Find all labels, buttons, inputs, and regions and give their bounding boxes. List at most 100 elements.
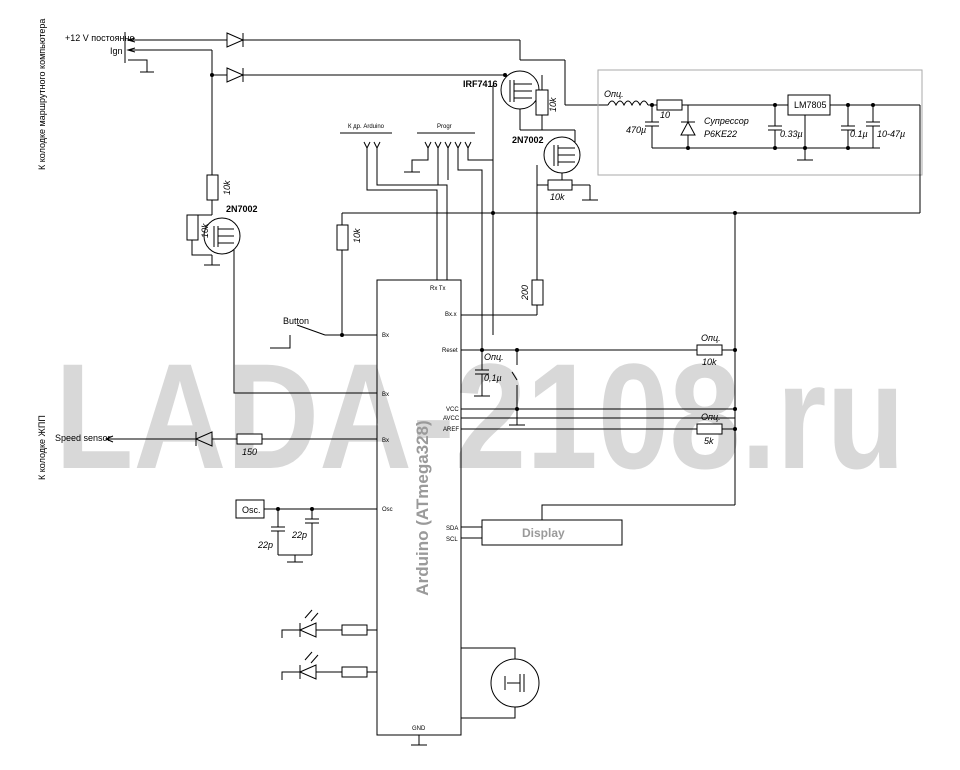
display-block xyxy=(481,519,623,546)
pin-bx3: Bx xyxy=(382,438,389,444)
c-osc1 xyxy=(271,526,285,532)
progr-label: Progr xyxy=(437,124,452,130)
r-q3b xyxy=(186,214,199,241)
r-q2-label: 10k xyxy=(550,192,565,202)
r-q3a xyxy=(206,174,219,201)
osc-label: Osc. xyxy=(242,505,261,515)
regulator-block xyxy=(597,69,923,176)
r-base-label: 200 xyxy=(520,285,530,301)
c-out-label: 10-47µ xyxy=(877,129,905,139)
wire-q3-mcu xyxy=(233,250,377,394)
junction xyxy=(515,407,519,411)
display-label: Display xyxy=(522,526,565,540)
pin-reset: Reset xyxy=(442,348,458,354)
led2-rays xyxy=(304,651,319,664)
reset-switch xyxy=(509,350,525,426)
junction xyxy=(846,103,850,107)
speed-sensor-label: Speed sensor xyxy=(55,433,111,443)
wire-motor-top xyxy=(461,647,516,659)
c-osc2-label: 22p xyxy=(291,530,307,540)
led1 xyxy=(298,622,317,638)
pin-bx1: Bx xyxy=(382,333,389,339)
junction xyxy=(733,211,737,215)
inductor xyxy=(607,100,649,107)
r-led1 xyxy=(341,624,368,636)
opt2-label: Опц. xyxy=(701,333,721,343)
regulator-label: LM7805 xyxy=(794,100,827,110)
wire-progr-reset xyxy=(457,148,483,350)
suppressor-part-label: P6KE22 xyxy=(704,129,737,139)
pin-gnd: GND xyxy=(412,726,426,732)
junction xyxy=(503,73,507,77)
gnd-osc xyxy=(278,554,312,563)
gnd-q3 xyxy=(204,255,220,266)
pin-bx2: Bx xyxy=(382,392,389,398)
watermark: LADA-2108.ru xyxy=(55,332,905,500)
button-switch xyxy=(270,324,326,349)
pin-ign-label: Ign xyxy=(110,46,123,56)
c-01-label: 0.1µ xyxy=(850,129,868,139)
r-q3a-label: 10k xyxy=(222,180,232,195)
c-03-label: 0.33µ xyxy=(780,129,803,139)
pin-bxx: Bx.x xyxy=(445,312,457,318)
wire-arduino-tx xyxy=(376,148,448,280)
c-out xyxy=(866,121,880,127)
junction xyxy=(773,103,777,107)
c-osc1-label: 22p xyxy=(257,540,273,550)
pin-aref: AREF xyxy=(443,427,459,433)
junction xyxy=(650,103,654,107)
r-q1 xyxy=(535,89,549,116)
gnd-computer xyxy=(128,59,154,73)
c-in-label: 470µ xyxy=(626,125,646,135)
opt4-label: Опц. xyxy=(701,412,721,422)
pin-rxtx: Rx Tx xyxy=(430,286,446,292)
r-in-label: 10 xyxy=(660,110,670,120)
progr-pins xyxy=(424,141,472,150)
gnd-c-reset xyxy=(474,374,490,397)
computer-connector-label: К колодке маршрутного компьютера xyxy=(37,19,47,170)
suppressor-label: Супрессор xyxy=(704,116,749,126)
q1-symbol xyxy=(509,80,532,102)
junction xyxy=(686,146,690,150)
wire-led1-gnd xyxy=(281,629,300,638)
junction xyxy=(733,427,737,431)
q3-symbol xyxy=(213,226,234,247)
diode-ign xyxy=(226,67,245,83)
q1-mosfet xyxy=(500,70,540,110)
pin-sda: SDA xyxy=(446,526,458,532)
progr-gnd xyxy=(404,148,429,173)
c-in xyxy=(645,121,659,127)
r-reset-label: 10k xyxy=(702,357,717,367)
motor-symbol xyxy=(504,674,525,692)
mcu-label: Arduino (ATmega328) xyxy=(413,420,432,595)
junction xyxy=(733,407,737,411)
arduino-conn-label: К др. Arduino xyxy=(348,124,385,130)
diode-12v xyxy=(226,32,245,48)
wire-arduino-rx xyxy=(366,148,438,280)
r-btn-label: 10k xyxy=(352,228,362,243)
c-reset-label: 0,1µ xyxy=(484,373,502,383)
r-in xyxy=(656,99,683,111)
pin-vcc: VCC xyxy=(446,407,459,413)
q3-label: 2N7002 xyxy=(226,204,258,214)
junction xyxy=(803,146,807,150)
pin-avcc: AVCC xyxy=(443,416,460,422)
led2 xyxy=(298,664,317,680)
wire-led2-gnd xyxy=(281,671,300,680)
led1-rays xyxy=(304,609,319,622)
r-q2 xyxy=(547,179,573,191)
junction xyxy=(733,348,737,352)
r-led2 xyxy=(341,666,368,678)
r-aref-label: 5k xyxy=(704,436,714,446)
c-osc2 xyxy=(305,518,319,524)
junction xyxy=(846,146,850,150)
r-speed-label: 150 xyxy=(242,447,257,457)
r-speed xyxy=(236,433,263,445)
r-aref xyxy=(696,423,723,435)
wire-progr-vcc xyxy=(467,148,494,213)
ecu-connector-label: К колодке ЖПП xyxy=(37,415,47,480)
opt1-label: Опц. xyxy=(604,89,624,99)
pin-osc: Osc xyxy=(382,507,393,513)
